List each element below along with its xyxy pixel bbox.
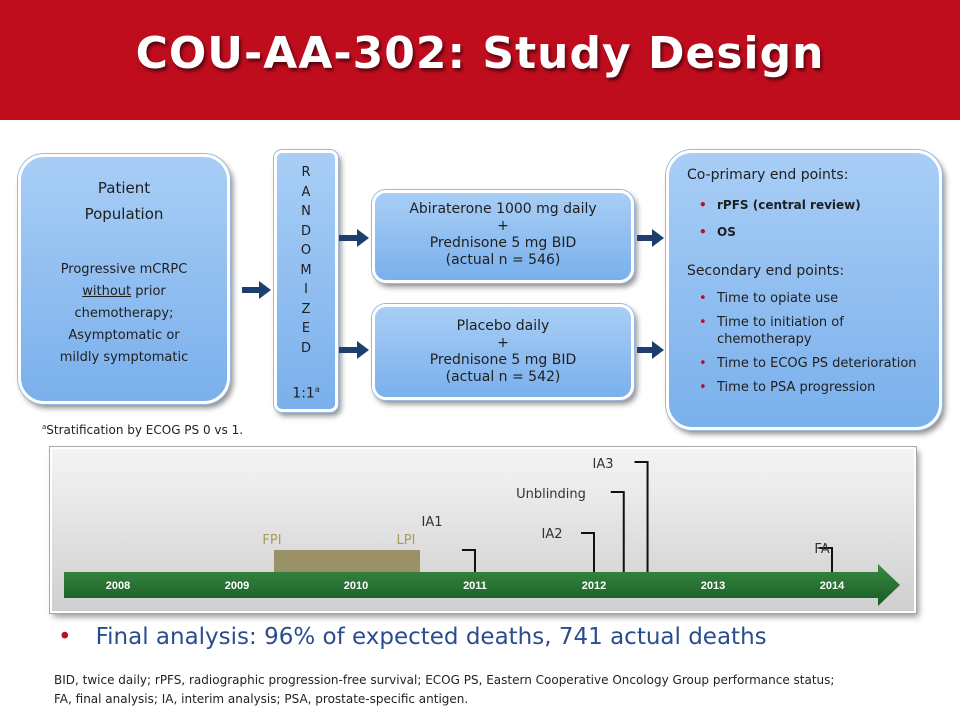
- secondary-item: Time to initiation of chemotherapy: [699, 314, 929, 348]
- arm2-line4: (actual n = 542): [445, 369, 561, 385]
- timeline-arrow: [64, 564, 900, 606]
- page-title: COU-AA-302: Study Design: [135, 28, 825, 79]
- randomized-box: R A N D O M I Z E D 1:1a: [274, 150, 338, 412]
- bullet-dot: •: [58, 624, 72, 650]
- year-label: 2013: [701, 580, 725, 592]
- year-label: 2009: [225, 580, 249, 592]
- stratification-footnote: aStratification by ECOG PS 0 vs 1.: [42, 423, 243, 437]
- year-label: 2012: [582, 580, 606, 592]
- ratio-text: 1:1: [292, 385, 315, 402]
- randomized-letter: M: [300, 262, 312, 278]
- patient-heading-line1: Patient: [97, 179, 151, 197]
- randomized-letter: N: [301, 204, 311, 219]
- arm2-line1: Placebo daily: [456, 318, 550, 334]
- abiraterone-arm-box: Abiraterone 1000 mg daily + Prednisone 5…: [372, 190, 634, 283]
- footnote-line2: FA, final analysis; IA, interim analysis…: [54, 692, 469, 706]
- endpoints-box: Co-primary end points: rPFS (central rev…: [666, 150, 942, 430]
- secondary-item: Time to PSA progression: [699, 379, 929, 396]
- arrow-to-randomized: [242, 281, 271, 299]
- secondary-heading: Secondary end points:: [687, 263, 845, 279]
- event-bracket: [610, 491, 625, 572]
- event-label: IA1: [422, 515, 443, 530]
- patient-line2: without prior: [21, 281, 227, 303]
- randomized-letter: R: [301, 165, 311, 180]
- randomized-letter: O: [300, 243, 312, 258]
- patient-line2-rest: prior: [131, 284, 166, 299]
- arrow-arm1-to-endpoints: [637, 229, 664, 247]
- event-bracket: [634, 461, 649, 572]
- randomized-letter: D: [300, 340, 311, 356]
- randomization-ratio: 1:1a: [277, 385, 335, 402]
- arrow-arm2-to-endpoints: [637, 341, 664, 359]
- year-ticks: 2008 2009 2010 2011 2012 2013 2014: [106, 580, 845, 592]
- secondary-item: Time to ECOG PS deterioration: [699, 355, 929, 372]
- arm2-line3: Prednisone 5 mg BID: [429, 352, 577, 368]
- year-label: 2014: [820, 580, 845, 592]
- randomized-letters: R A N D O M I Z E D: [277, 163, 335, 358]
- event-label: Unblinding: [516, 487, 586, 502]
- stratification-text: Stratification by ECOG PS 0 vs 1.: [46, 423, 244, 437]
- arm1-line4: (actual n = 546): [445, 252, 561, 268]
- lpi-label: LPI: [397, 533, 416, 548]
- arrow-to-placebo-arm: [339, 341, 369, 359]
- event-label: IA2: [542, 527, 563, 542]
- year-label: 2011: [463, 580, 487, 592]
- title-banner: [0, 0, 960, 120]
- patient-line4: Asymptomatic or: [68, 328, 180, 343]
- event-bracket: [462, 549, 476, 572]
- arm1-line2: +: [497, 218, 509, 234]
- secondary-item: Time to opiate use: [699, 290, 929, 307]
- arm2-line2: +: [497, 335, 509, 351]
- event-bracket: [819, 547, 833, 572]
- year-label: 2010: [344, 580, 368, 592]
- event-label: IA3: [593, 457, 614, 472]
- final-analysis-text: Final analysis: 96% of expected deaths, …: [95, 624, 767, 650]
- arrow-to-abiraterone-arm: [339, 229, 369, 247]
- patient-line5: mildly symptomatic: [59, 350, 189, 365]
- arm1-line3: Prednisone 5 mg BID: [429, 235, 577, 251]
- footnote-line1: BID, twice daily; rPFS, radiographic pro…: [54, 673, 835, 687]
- patient-heading-line2: Population: [84, 205, 164, 223]
- ratio-footnote-mark: a: [314, 385, 320, 394]
- coprimary-item: rPFS (central review): [699, 197, 861, 214]
- secondary-list: Time to opiate use Time to initiation of…: [699, 290, 929, 396]
- randomized-letter: E: [301, 321, 311, 336]
- event-label: FA: [814, 542, 829, 557]
- abbreviations-footnote: BID, twice daily; rPFS, radiographic pro…: [54, 671, 934, 709]
- randomized-letter: I: [304, 282, 308, 297]
- patient-line3: chemotherapy;: [74, 306, 174, 321]
- enrollment-period-bar: [274, 550, 420, 572]
- stratification-mark: a: [42, 423, 47, 431]
- event-bracket: [581, 532, 595, 572]
- patient-population-box: Patient Population Progressive mCRPC wit…: [18, 154, 230, 404]
- coprimary-list: rPFS (central review) OS: [699, 197, 861, 241]
- final-analysis-bullet: • Final analysis: 96% of expected deaths,…: [58, 624, 767, 650]
- patient-line2-underlined: without: [82, 284, 132, 299]
- randomized-letter: D: [300, 223, 311, 239]
- flow-arrows: [242, 229, 664, 359]
- year-label: 2008: [106, 580, 130, 592]
- arm1-line1: Abiraterone 1000 mg daily: [409, 201, 597, 217]
- coprimary-heading: Co-primary end points:: [687, 167, 849, 183]
- placebo-arm-box: Placebo daily + Prednisone 5 mg BID (act…: [372, 304, 634, 400]
- randomized-letter: A: [301, 184, 311, 200]
- fpi-label: FPI: [262, 533, 281, 548]
- patient-line1: Progressive mCRPC: [60, 262, 188, 277]
- coprimary-item: OS: [699, 224, 861, 241]
- randomized-letter: Z: [301, 301, 311, 317]
